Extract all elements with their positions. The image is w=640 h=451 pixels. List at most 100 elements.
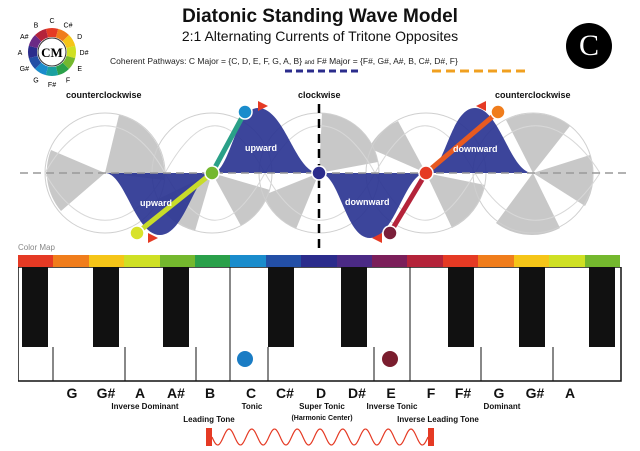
node-green <box>204 165 220 181</box>
logo-letter: C <box>578 29 599 62</box>
func-harmonic-center: (Harmonic Center) <box>291 415 353 422</box>
standing-wave-diagram <box>20 101 630 248</box>
inverse-tonic-marker <box>382 351 398 367</box>
note-name: B <box>204 385 216 401</box>
color-map-swatch <box>336 255 373 267</box>
wheel-note-label: A <box>18 50 23 57</box>
func-inverse-tonic: Inverse Tonic <box>366 402 418 411</box>
label-counterclockwise-left: counterclockwise <box>66 90 142 100</box>
note-name: C <box>245 385 257 401</box>
black-key-g-sharp-low[interactable] <box>22 267 48 347</box>
wheel-segment <box>45 28 59 38</box>
label-downward-1: downward <box>345 197 390 207</box>
black-key-d-sharp[interactable] <box>268 267 294 347</box>
note-name: G# <box>525 385 545 401</box>
pathways-and: and <box>304 60 315 66</box>
note-name: E <box>386 385 396 401</box>
wheel-segment <box>55 28 69 42</box>
note-name: A <box>564 385 576 401</box>
color-map-swatch <box>53 255 89 267</box>
pathway-dashes <box>285 69 525 73</box>
node-yellow <box>129 225 145 241</box>
color-map-swatch <box>513 255 550 267</box>
wheel-note-label: F <box>66 78 70 85</box>
logo-circle <box>566 23 612 69</box>
color-map-swatch <box>549 255 585 267</box>
wheel-note-label: F# <box>48 82 56 89</box>
node-blue <box>237 104 253 120</box>
func-tonic: Tonic <box>241 402 263 411</box>
label-clockwise: clockwise <box>298 90 341 100</box>
oscillation-wave <box>206 428 434 446</box>
arm-orange <box>424 110 500 175</box>
arm-yellow-green <box>135 171 214 235</box>
note-name: C# <box>276 385 294 401</box>
wheel-center <box>37 37 67 67</box>
func-super-tonic: Super Tonic <box>299 402 345 411</box>
wheel-note-label: C <box>49 18 54 25</box>
wheel-note-label: E <box>77 66 82 73</box>
f-sharp-prefix: F# Major = <box>314 56 361 66</box>
wheel-segment <box>35 62 49 76</box>
pathways-prefix: Coherent Pathways: C Major = <box>110 56 229 66</box>
black-key-g-sharp-high[interactable] <box>448 267 474 347</box>
page-title: Diatonic Standing Wave Model <box>182 6 458 27</box>
func-leading-tone: Leading Tone <box>183 415 235 424</box>
black-key-a-sharp-low[interactable] <box>93 267 119 347</box>
c-major-set: {C, D, E, F, G, A, B} <box>228 56 303 66</box>
wheel-note-label: D <box>77 34 82 41</box>
wheel-note-label: G# <box>20 66 29 73</box>
note-name: F <box>426 385 436 401</box>
label-upward-1: upward <box>140 198 173 208</box>
wheel-note-label: D# <box>80 50 89 57</box>
color-wheel-icon: CC#DD#EFF#GG#AA#BCM <box>18 18 89 89</box>
coherent-pathways: Coherent Pathways: C Major = {C, D, E, F… <box>110 56 540 66</box>
note-name: A# <box>167 385 185 401</box>
wave-lobes <box>105 108 533 238</box>
func-dominant: Dominant <box>483 402 521 411</box>
color-map-swatch <box>372 255 408 267</box>
note-name: D# <box>348 385 366 401</box>
arm-red <box>387 171 429 235</box>
piano-keyboard <box>18 267 622 382</box>
color-map-bar <box>18 255 620 267</box>
color-map-swatch <box>230 255 266 267</box>
node-maroon <box>382 225 398 241</box>
black-key-f-sharp[interactable] <box>341 267 367 347</box>
node-indigo <box>311 165 327 181</box>
wheel-segment <box>27 45 38 59</box>
white-key-dividers <box>52 267 554 381</box>
wheel-note-label: C# <box>64 22 73 29</box>
note-name: G# <box>96 385 116 401</box>
note-name: G <box>66 385 78 401</box>
func-inverse-dominant: Inverse Dominant <box>111 402 179 411</box>
black-key-c-sharp[interactable] <box>163 267 189 347</box>
wheel-note-label: B <box>34 22 39 29</box>
color-map-swatch <box>88 255 125 267</box>
arrow-icons <box>148 101 486 243</box>
wheel-segment <box>66 45 76 59</box>
color-map-swatch <box>584 255 620 267</box>
wheel-note-label: G <box>33 78 38 85</box>
color-map-swatch <box>18 255 54 267</box>
node-orange <box>490 104 506 120</box>
wheel-segment <box>28 55 42 69</box>
arm-teal <box>209 110 248 175</box>
wheel-segment <box>35 28 49 42</box>
note-name: A <box>134 385 146 401</box>
wheel-segment <box>62 55 76 69</box>
note-name: F# <box>454 385 472 401</box>
color-map-swatch <box>442 255 479 267</box>
f-sharp-major-set: {F#, G#, A#, B, C#, D#, F} <box>360 56 458 66</box>
color-map-swatch <box>159 255 196 267</box>
tonic-marker <box>237 351 253 367</box>
wheel-segment <box>28 35 42 49</box>
color-map-swatch <box>301 255 337 267</box>
page-subtitle: 2:1 Alternating Currents of Tritone Oppo… <box>181 28 459 44</box>
func-inverse-leading-tone: Inverse Leading Tone <box>397 415 479 424</box>
black-key-extra[interactable] <box>589 267 615 347</box>
label-counterclockwise-right: counterclockwise <box>495 90 571 100</box>
black-key-a-sharp-high[interactable] <box>519 267 545 347</box>
wheel-segment <box>55 62 69 76</box>
color-map-swatch <box>195 255 231 267</box>
